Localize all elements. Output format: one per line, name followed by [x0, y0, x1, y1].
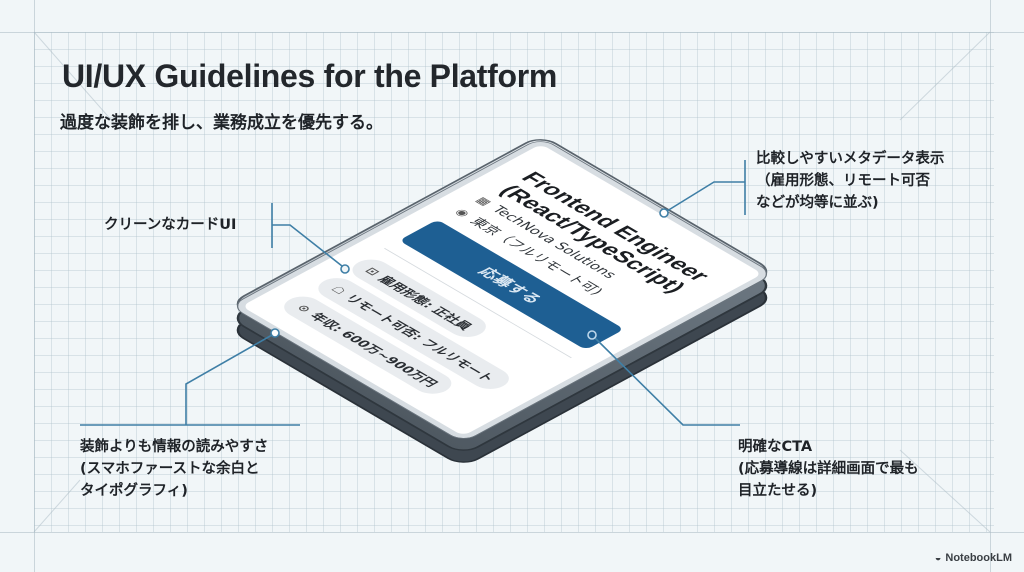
callout-text: (応募導線は詳細画面で最も: [738, 461, 919, 477]
callout-cta: 明確なCTA (応募導線は詳細画面で最も 目立たせる): [738, 436, 919, 502]
brand-logo: ◒ NotebookLM: [935, 552, 1012, 564]
callout-text: (スマホファーストな余白と: [80, 461, 260, 477]
callout-anchor: [659, 208, 669, 218]
frame-line: [34, 0, 35, 572]
callout-text: 明確なCTA: [738, 439, 813, 455]
callout-metadata: 比較しやすいメタデータ表示 （雇用形態、リモート可否 などが均等に並ぶ): [756, 148, 944, 214]
callout-text: （雇用形態、リモート可否: [756, 173, 930, 189]
callout-text: タイポグラフィ): [80, 483, 188, 499]
callout-anchor: [270, 328, 280, 338]
frame-line: [990, 0, 991, 572]
callout-text: 比較しやすいメタデータ表示: [756, 151, 945, 167]
callout-readability: 装飾よりも情報の読みやすさ (スマホファーストな余白と タイポグラフィ): [80, 436, 268, 502]
callout-leader: [593, 336, 740, 426]
frame-line: [0, 532, 1024, 533]
page-subtitle: 過度な装飾を排し、業務成立を優先する。: [60, 113, 383, 133]
callout-text: クリーンなカードUI: [104, 217, 237, 233]
callout-leader: [666, 181, 745, 212]
callout-leader: [185, 334, 273, 425]
callout-anchor: [340, 264, 350, 274]
brand-label: NotebookLM: [945, 552, 1012, 564]
page-title: UI/UX Guidelines for the Platform: [62, 58, 558, 94]
callout-text: などが均等に並ぶ): [756, 195, 879, 211]
callout-text: 目立たせる): [738, 483, 818, 499]
callout-text: 装飾よりも情報の読みやすさ: [80, 439, 269, 455]
notebooklm-icon: ◒: [934, 552, 942, 564]
frame-line: [0, 32, 1024, 33]
callout-leader: [272, 224, 343, 267]
callout-anchor: [587, 330, 597, 340]
callout-clean-card: クリーンなカードUI: [104, 214, 236, 236]
